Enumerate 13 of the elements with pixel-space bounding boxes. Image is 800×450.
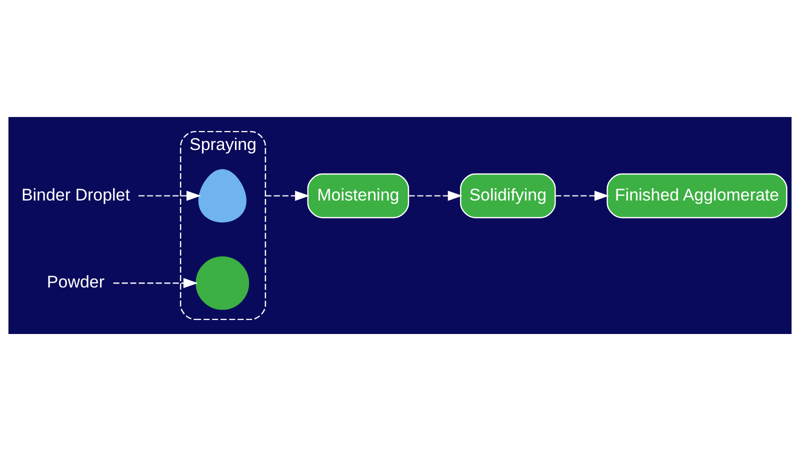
- node-circle: [196, 256, 250, 310]
- arrow: [138, 190, 202, 200]
- node-box: Solidifying: [460, 172, 556, 218]
- node-text: Binder Droplet: [21, 184, 130, 204]
- arrow: [113, 277, 198, 288]
- node-droplet: [198, 168, 246, 222]
- cluster: Spraying: [180, 130, 266, 320]
- node-box: Finished Agglomerate: [606, 172, 788, 218]
- arrow: [408, 190, 462, 200]
- node-box: Moistening: [307, 172, 410, 218]
- arrow: [555, 190, 610, 200]
- arrow: [265, 190, 310, 200]
- node-text: Powder: [46, 272, 104, 292]
